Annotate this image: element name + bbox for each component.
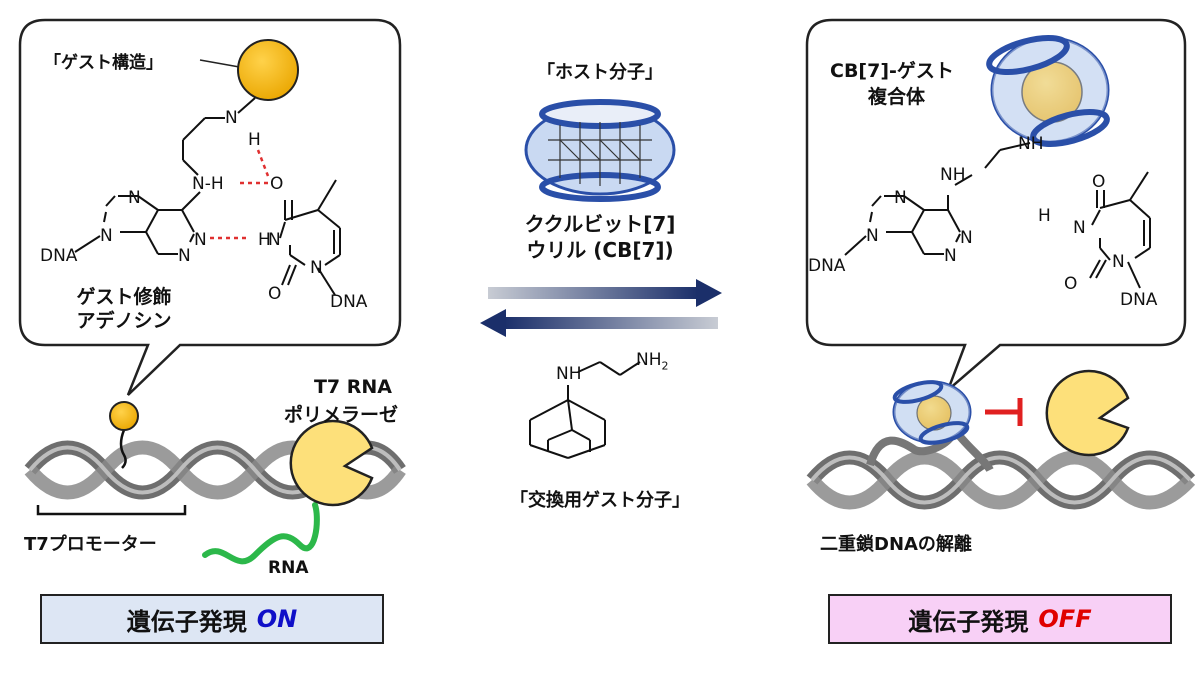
cb7-name-line1: ククルビット[7]: [524, 212, 676, 236]
left-speech-bubble: [18, 18, 402, 396]
right-atom-o-top: O: [1092, 172, 1106, 192]
right-atom-n-left: N: [866, 226, 879, 246]
atom-n-thymine-1: N: [310, 258, 323, 278]
right-atom-n1: N: [1112, 252, 1125, 272]
rna-strand: [202, 502, 320, 565]
atom-n-ring-right: N: [194, 230, 207, 250]
t7-rna-polymerase: [289, 419, 374, 507]
right-atom-n-hn: NH: [940, 165, 966, 185]
atom-n-ring-top: N: [128, 188, 141, 208]
guest-linker: [119, 429, 127, 469]
guest-structure-ball: [237, 39, 299, 101]
promoter-label: T7プロモーター: [24, 534, 157, 555]
right-atom-nh: NH: [1018, 134, 1044, 154]
right-adenosine-structure: [844, 142, 1031, 256]
guest-structure-label: 「ゲスト構造」: [44, 53, 163, 73]
right-atom-h: H: [1038, 206, 1051, 226]
right-atom-n-right: N: [960, 228, 973, 248]
hydrogen-bonds: [210, 149, 270, 240]
status-box-off: 遺伝子発現 OFF: [828, 594, 1172, 644]
atom-n-ring-left: N: [100, 226, 113, 246]
right-atom-n-bottom: N: [944, 246, 957, 266]
adamantane-exchange-guest: [529, 361, 641, 459]
blocked-polymerase: [1045, 369, 1130, 457]
amine-label: NH: [556, 364, 582, 384]
right-atom-o-bottom: O: [1064, 274, 1078, 294]
status-box-on: 遺伝子発現 ON: [40, 594, 384, 644]
atom-n-thymine-3: N: [268, 230, 281, 250]
atom-n-ring-bottom: N: [178, 246, 191, 266]
atom-o-lower: O: [268, 284, 282, 304]
dissociation-label: 二重鎖DNAの解離: [820, 534, 972, 555]
cb7-name-line2: ウリル (CB[7]): [526, 238, 674, 262]
status-value-on: ON: [256, 605, 298, 633]
dna-label-left-t: DNA: [330, 292, 368, 312]
nucleoside-label-line1: ゲスト修飾: [76, 286, 172, 308]
inhibition-symbol: [985, 398, 1023, 426]
atom-h-upper: H: [248, 130, 261, 150]
atom-n-upper: N: [225, 108, 238, 128]
rna-label: RNA: [268, 558, 309, 578]
dna-label-right-a: DNA: [808, 256, 846, 276]
status-text-on: 遺伝子発現: [126, 607, 247, 636]
forward-arrow: [488, 279, 722, 307]
dna-label-right-t: DNA: [1120, 290, 1158, 310]
right-thymine-structure: [1089, 171, 1151, 289]
right-dna-helix: [806, 420, 1196, 510]
nh2-label: NH2: [636, 350, 669, 373]
status-text-off: 遺伝子発現: [908, 607, 1029, 636]
dna-label-left-a: DNA: [40, 246, 78, 266]
right-atom-n3: N: [1073, 218, 1086, 238]
polymerase-label-line1: T7 RNA: [313, 376, 393, 398]
cb7-guest-complex: [986, 34, 1110, 147]
atom-h-lower: H: [258, 230, 271, 250]
nucleoside-label-line2: アデノシン: [76, 310, 172, 332]
exchange-guest-label: 「交換用ゲスト分子」: [510, 490, 690, 511]
reverse-arrow: [480, 309, 718, 337]
dna-bound-cb7-complex: [892, 380, 972, 445]
complex-label-line2: 複合体: [868, 86, 926, 108]
complex-label-line1: CB[7]-ゲスト: [830, 60, 954, 82]
atom-o-middle: O: [270, 174, 284, 194]
right-atom-n-top: N: [894, 188, 907, 208]
status-value-off: OFF: [1038, 605, 1092, 633]
cb7-host-molecule: [524, 99, 676, 202]
atom-n-h-middle: N-H: [192, 174, 224, 194]
promoter-bracket: [36, 505, 187, 516]
guest-marker-ball: [109, 401, 139, 431]
polymerase-label-line2: ポリメラーゼ: [283, 404, 398, 426]
host-molecule-label: 「ホスト分子」: [537, 62, 663, 83]
guest-adenosine-structure: [74, 97, 341, 296]
